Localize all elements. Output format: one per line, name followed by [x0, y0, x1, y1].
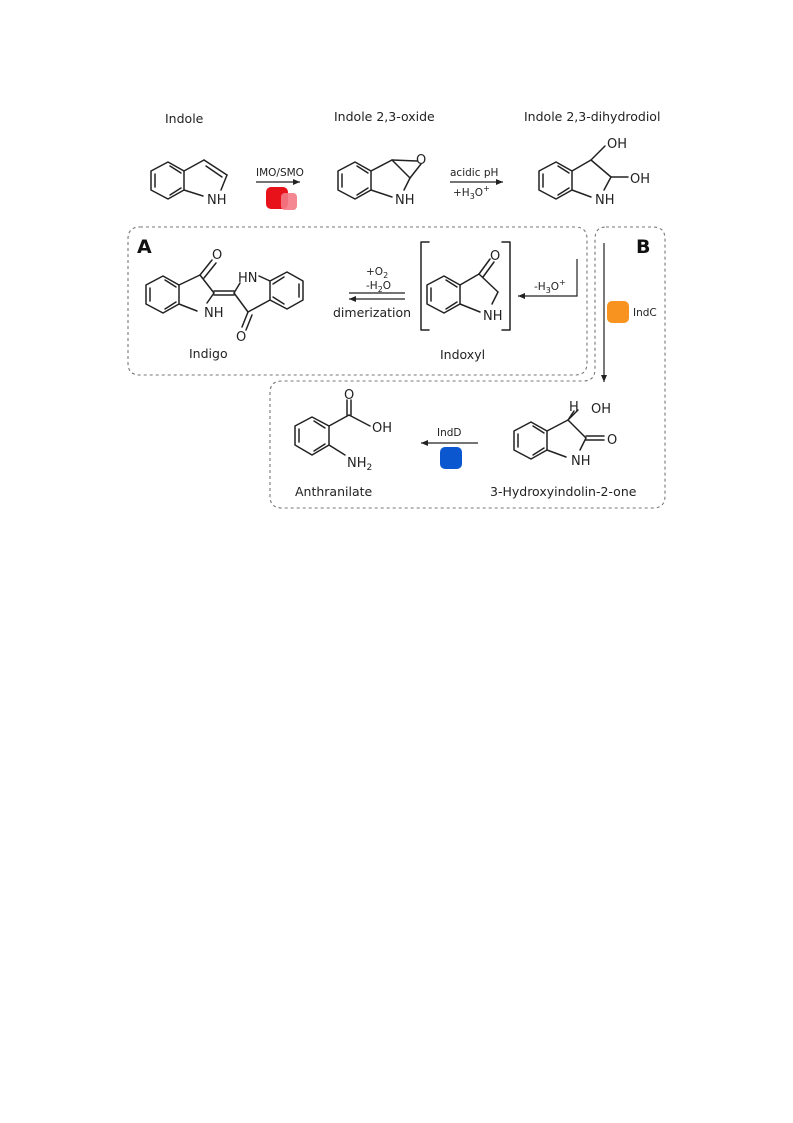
h2o-label: -H2O [366, 280, 391, 294]
anthranilate-nh2-label: NH2 [347, 456, 372, 473]
anthranilate-structure: O OH NH2 [294, 388, 392, 473]
o2-label: +O2 [366, 266, 388, 280]
h3o-minus-label: -H3O+ [534, 278, 566, 295]
diol-oh-right-label: OH [630, 172, 650, 187]
indc-enzyme-icon [607, 301, 629, 323]
hydroxyindolinone-structure: H OH O NH [513, 400, 617, 469]
indigo-label: Indigo [189, 346, 228, 361]
anthranilate-o-label: O [344, 388, 354, 403]
indigo-o-bottom-label: O [236, 330, 246, 345]
indole-oxide-label: Indole 2,3-oxide [334, 109, 435, 124]
anthranilate-oh-label: OH [372, 421, 392, 436]
panel-b-box [269, 226, 666, 509]
diol-oh-top-label: OH [607, 137, 627, 152]
dihydrodiol-label: Indole 2,3-dihydrodiol [524, 109, 660, 124]
indd-enzyme-icon [440, 447, 462, 469]
oxide-nh-label: NH [395, 193, 415, 208]
indoxyl-label: Indoxyl [440, 347, 485, 362]
imo-smo-enzyme-secondary-icon [281, 193, 297, 210]
indigo-o-top-label: O [212, 248, 222, 263]
indigo-structure: O O HN NH [145, 248, 304, 345]
hydroxyindolinone-h-label: H [569, 400, 579, 415]
panel-a-label: A [137, 236, 152, 258]
hydroxyindolinone-oh-label: OH [591, 402, 611, 417]
imo-smo-label: IMO/SMO [256, 167, 304, 179]
dimerization-label: dimerization [333, 305, 411, 320]
arrow-diol-to-indoxyl [518, 259, 578, 299]
hydroxyindolinone-label: 3-Hydroxyindolin-2-one [490, 484, 637, 499]
indoxyl-nh-label: NH [483, 309, 503, 324]
anthranilate-label: Anthranilate [295, 484, 373, 499]
diol-nh-label: NH [595, 193, 615, 208]
indoxyl-structure: O NH [420, 241, 511, 331]
indole-oxide-structure: O NH [337, 153, 426, 208]
indole-label: Indole [165, 111, 204, 126]
hydroxyindolinone-o-label: O [607, 433, 617, 448]
indigo-nh-label: NH [204, 306, 224, 321]
acidic-ph-label: acidic pH [450, 167, 498, 179]
indigo-hn-label: HN [238, 271, 258, 286]
indoxyl-o-label: O [490, 249, 500, 264]
indole-structure: NH [150, 159, 228, 208]
indole-nh-label: NH [207, 193, 227, 208]
hydroxyindolinone-nh-label: NH [571, 454, 591, 469]
h3o-plus-label: +H3O+ [453, 184, 490, 201]
oxide-o-label: O [416, 153, 426, 168]
indd-label: IndD [437, 427, 462, 439]
panel-b-label: B [636, 236, 650, 258]
indc-label: IndC [633, 307, 657, 319]
dihydrodiol-structure: OH OH NH [538, 137, 650, 208]
